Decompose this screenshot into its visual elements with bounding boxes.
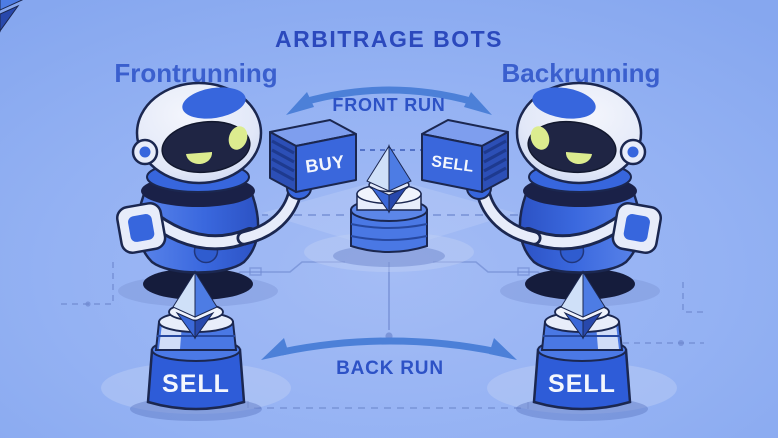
robot-ear-dot [139,146,151,158]
front-run-arrow [286,86,492,115]
front-run-label: FRONT RUN [332,95,445,115]
back-run-arrow [261,337,517,360]
robot-eye-right [228,126,248,150]
sell-box: SELL [421,119,509,193]
robot-head-patch [182,87,246,119]
sell-box-label: SELL [430,153,475,176]
ethereum-icon [0,0,23,33]
robot-visor [161,120,251,174]
pedestal-left-label: SELL [162,370,230,398]
buy-box: BUY [269,119,357,193]
back-run-label: BACK RUN [336,358,444,379]
robot-shoulder-pad [116,202,167,254]
page-title: ARBITRAGE BOTS [275,26,503,52]
pedestal-right-label: SELL [548,370,616,398]
robot-eye-left [186,152,213,165]
